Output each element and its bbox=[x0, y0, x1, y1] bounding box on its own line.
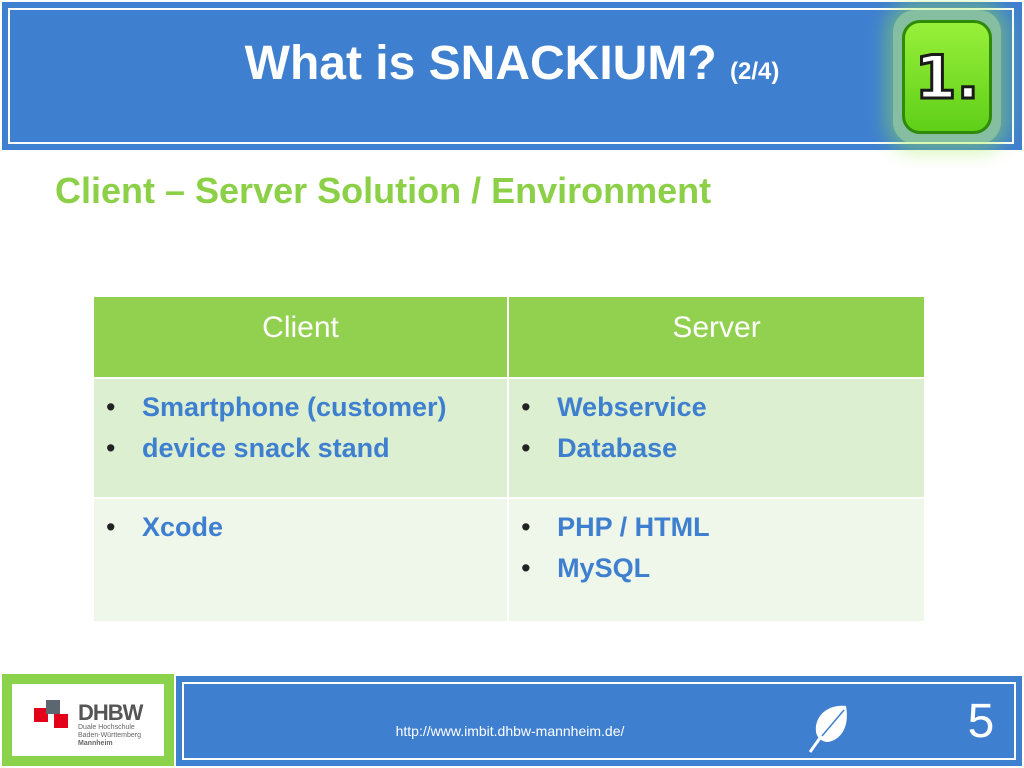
page-number: 5 bbox=[967, 695, 995, 748]
logo-panel: DHBW Duale Hochschule Baden-Württemberg … bbox=[12, 684, 164, 756]
client-server-table: Client Server Smartphone (customer) devi… bbox=[91, 295, 926, 623]
bullet-list: PHP / HTML MySQL bbox=[509, 507, 924, 589]
table-row: Xcode PHP / HTML MySQL bbox=[91, 497, 926, 623]
slide-title-suffix: (2/4) bbox=[729, 58, 780, 85]
bullet-list: Webservice Database bbox=[509, 387, 924, 469]
list-item: Smartphone (customer) bbox=[106, 387, 507, 428]
list-item: Xcode bbox=[106, 507, 507, 548]
leaf-icon bbox=[808, 705, 847, 753]
logo-name: DHBW bbox=[78, 700, 143, 725]
header-frame bbox=[8, 8, 1014, 144]
header-background bbox=[2, 2, 1022, 150]
slide-header: What is SNACKIUM? (2/4) 1. bbox=[0, 0, 1024, 152]
table-header-row: Client Server bbox=[91, 295, 926, 379]
table-header-client: Client bbox=[91, 295, 510, 379]
table-cell-server: PHP / HTML MySQL bbox=[507, 497, 926, 623]
dhbw-mark-icon bbox=[34, 700, 68, 728]
list-item: Database bbox=[521, 428, 924, 469]
list-item: device snack stand bbox=[106, 428, 507, 469]
footer-url[interactable]: http://www.imbit.dhbw-mannheim.de/ bbox=[395, 723, 625, 739]
bullet-list: Xcode bbox=[94, 507, 507, 548]
logo-subtitle: Duale Hochschule Baden-Württemberg Mannh… bbox=[78, 724, 142, 747]
step-badge-number: 1. bbox=[913, 42, 981, 115]
table-cell-client: Xcode bbox=[91, 497, 510, 623]
list-item: Webservice bbox=[521, 387, 924, 428]
dhbw-logo: DHBW Duale Hochschule Baden-Württemberg … bbox=[2, 674, 174, 766]
table-cell-client: Smartphone (customer) device snack stand bbox=[91, 377, 510, 499]
table-cell-server: Webservice Database bbox=[507, 377, 926, 499]
table-row: Smartphone (customer) device snack stand… bbox=[91, 377, 926, 499]
list-item: MySQL bbox=[521, 548, 924, 589]
step-badge: 1. bbox=[902, 20, 992, 134]
footer-bar bbox=[176, 676, 1022, 766]
bullet-list: Smartphone (customer) device snack stand bbox=[94, 387, 507, 469]
slide-subtitle: Client – Server Solution / Environment bbox=[55, 170, 712, 211]
footer-frame bbox=[182, 682, 1016, 760]
slide-title-text: What is SNACKIUM? bbox=[244, 37, 717, 90]
slide-title: What is SNACKIUM? (2/4) bbox=[0, 36, 1024, 91]
list-item: PHP / HTML bbox=[521, 507, 924, 548]
table-header-server: Server bbox=[507, 295, 926, 379]
